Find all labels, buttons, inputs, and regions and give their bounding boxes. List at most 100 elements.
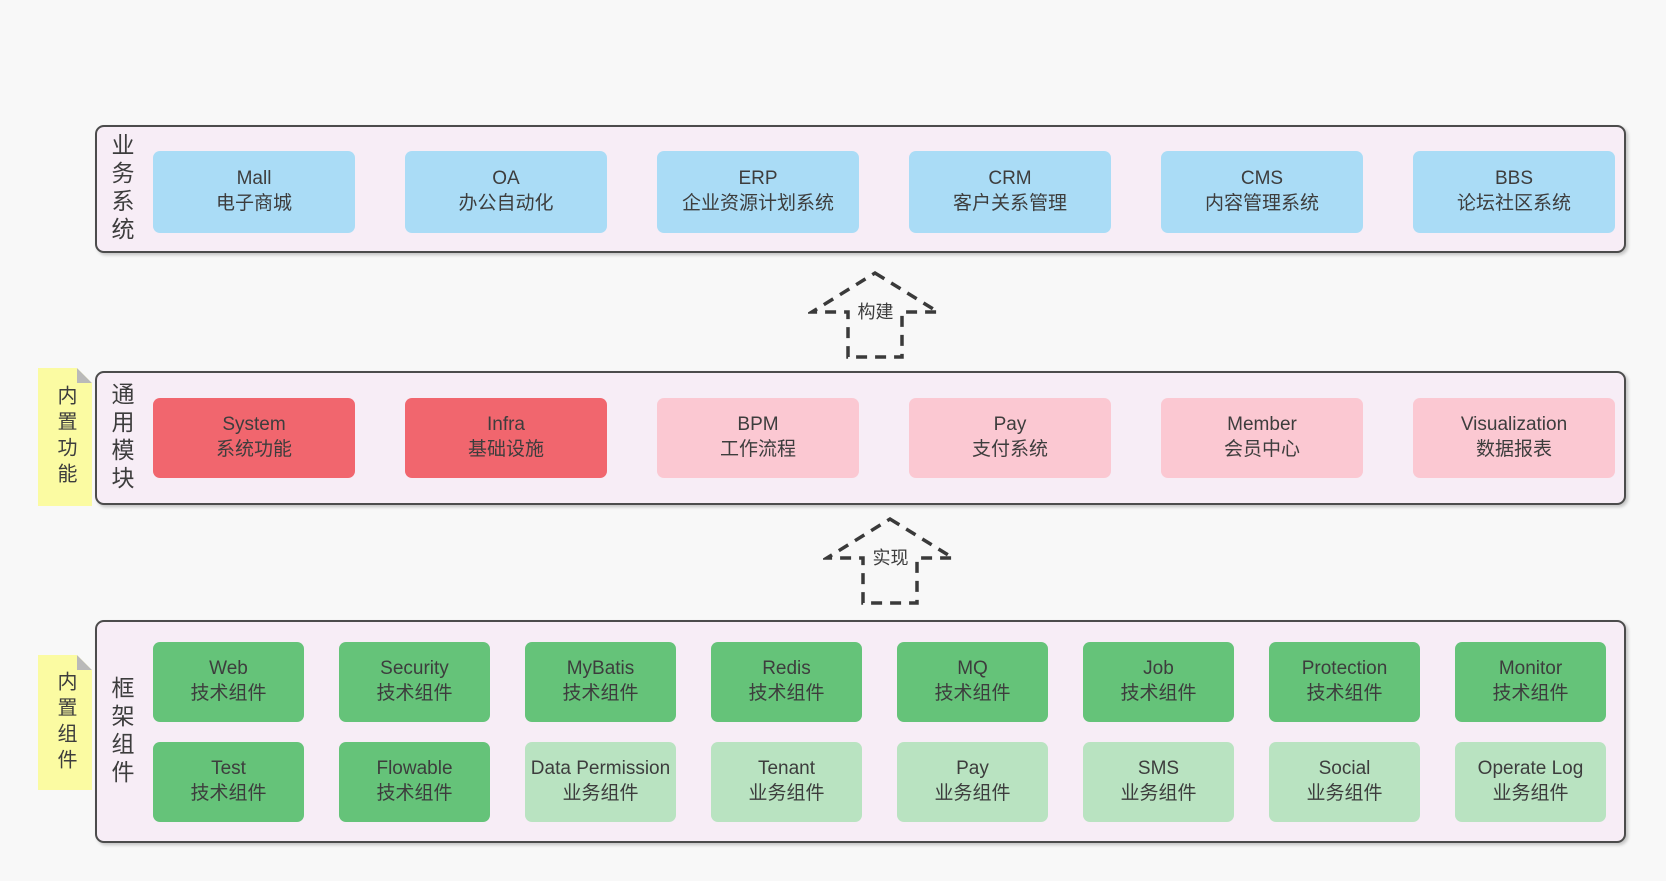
box-en-label: Data Permission <box>530 758 671 780</box>
builtin-components-note: 内置组件 <box>38 655 92 790</box>
box-en-label: Social <box>1318 758 1371 780</box>
box-en-label: OA <box>492 168 520 190</box>
box-job: Job 技术组件 <box>1083 642 1234 722</box>
box-en-label: MyBatis <box>566 658 635 680</box>
box-zh-label: 技术组件 <box>1120 683 1197 704</box>
build-arrow: 构建 <box>808 270 943 360</box>
business-boxes-row: Mall 电子商城 OA 办公自动化 ERP 企业资源计划系统 CRM 客户关系… <box>153 151 1615 233</box>
box-protection: Protection 技术组件 <box>1269 642 1420 722</box>
builtin-features-note: 内置功能 <box>38 368 92 506</box>
box-zh-label: 电子商城 <box>215 193 292 214</box>
dashed-up-arrow-icon <box>823 516 958 605</box>
box-infra: Infra 基础设施 <box>405 398 607 478</box>
box-en-label: CRM <box>988 168 1032 190</box>
box-redis: Redis 技术组件 <box>711 642 862 722</box>
modules-boxes-row: System 系统功能 Infra 基础设施 BPM 工作流程 Pay 支付系统… <box>153 398 1615 478</box>
box-zh-label: 技术组件 <box>190 783 267 804</box>
box-en-label: ERP <box>738 168 778 190</box>
components-row-2: Test 技术组件 Flowable 技术组件 Data Permission … <box>153 742 1606 822</box>
box-zh-label: 支付系统 <box>971 439 1048 460</box>
box-system: System 系统功能 <box>153 398 355 478</box>
box-en-label: Pay <box>956 758 989 780</box>
box-erp: ERP 企业资源计划系统 <box>657 151 859 233</box>
box-zh-label: 业务组件 <box>934 783 1011 804</box>
box-zh-label: 数据报表 <box>1475 439 1552 460</box>
implement-arrow-label: 实现 <box>869 544 912 571</box>
box-security: Security 技术组件 <box>339 642 490 722</box>
box-zh-label: 业务组件 <box>562 783 639 804</box>
box-zh-label: 论坛社区系统 <box>1456 193 1571 214</box>
box-en-label: MQ <box>957 658 988 680</box>
framework-components-layer: 框架组件 Web 技术组件 Security 技术组件 MyBatis 技术组件… <box>95 620 1626 843</box>
box-en-label: Web <box>209 658 248 680</box>
box-visualization: Visualization 数据报表 <box>1413 398 1615 478</box>
box-zh-label: 会员中心 <box>1223 439 1300 460</box>
box-en-label: Test <box>211 758 246 780</box>
box-mq: MQ 技术组件 <box>897 642 1048 722</box>
box-pay-component: Pay 业务组件 <box>897 742 1048 822</box>
box-en-label: Monitor <box>1498 658 1563 680</box>
box-zh-label: 技术组件 <box>562 683 639 704</box>
components-layer-label: 框架组件 <box>108 675 134 788</box>
box-en-label: Tenant <box>757 758 816 780</box>
box-mall: Mall 电子商城 <box>153 151 355 233</box>
box-test: Test 技术组件 <box>153 742 304 822</box>
box-zh-label: 客户关系管理 <box>952 193 1067 214</box>
box-crm: CRM 客户关系管理 <box>909 151 1111 233</box>
box-web: Web 技术组件 <box>153 642 304 722</box>
box-member: Member 会员中心 <box>1161 398 1363 478</box>
box-en-label: Member <box>1227 414 1297 436</box>
box-zh-label: 技术组件 <box>1306 683 1383 704</box>
box-oa: OA 办公自动化 <box>405 151 607 233</box>
box-en-label: Operate Log <box>1477 758 1584 780</box>
box-en-label: Flowable <box>376 758 453 780</box>
box-bpm: BPM 工作流程 <box>657 398 859 478</box>
box-en-label: BBS <box>1494 168 1534 190</box>
components-row-1: Web 技术组件 Security 技术组件 MyBatis 技术组件 Redi… <box>153 642 1606 722</box>
box-en-label: SMS <box>1137 758 1180 780</box>
builtin-components-note-label: 内置组件 <box>54 670 76 775</box>
box-sms: SMS 业务组件 <box>1083 742 1234 822</box>
box-data-permission: Data Permission 业务组件 <box>525 742 676 822</box>
box-en-label: Visualization <box>1460 414 1568 436</box>
common-modules-layer: 通用模块 System 系统功能 Infra 基础设施 BPM 工作流程 Pay… <box>95 371 1626 505</box>
box-en-label: Mall <box>236 168 272 190</box>
box-zh-label: 技术组件 <box>934 683 1011 704</box>
box-zh-label: 技术组件 <box>376 683 453 704</box>
box-operate-log: Operate Log 业务组件 <box>1455 742 1606 822</box>
business-systems-layer: 业务系统 Mall 电子商城 OA 办公自动化 ERP 企业资源计划系统 CRM… <box>95 125 1626 253</box>
box-en-label: Security <box>380 658 449 680</box>
box-en-label: Infra <box>486 414 526 436</box>
box-zh-label: 基础设施 <box>467 439 544 460</box>
box-zh-label: 业务组件 <box>1492 783 1569 804</box>
box-en-label: Job <box>1143 658 1174 680</box>
box-zh-label: 业务组件 <box>1120 783 1197 804</box>
box-zh-label: 技术组件 <box>748 683 825 704</box>
box-flowable: Flowable 技术组件 <box>339 742 490 822</box>
box-en-label: Redis <box>762 658 811 680</box>
builtin-features-note-label: 内置功能 <box>54 385 76 489</box>
box-zh-label: 技术组件 <box>1492 683 1569 704</box>
box-pay-module: Pay 支付系统 <box>909 398 1111 478</box>
box-en-label: BPM <box>737 414 779 436</box>
box-zh-label: 业务组件 <box>748 783 825 804</box>
box-zh-label: 技术组件 <box>376 783 453 804</box>
box-mybatis: MyBatis 技术组件 <box>525 642 676 722</box>
box-en-label: Protection <box>1301 658 1388 680</box>
box-en-label: System <box>222 414 286 436</box>
box-tenant: Tenant 业务组件 <box>711 742 862 822</box>
dashed-up-arrow-icon <box>808 270 943 359</box>
box-zh-label: 技术组件 <box>190 683 267 704</box>
business-layer-label: 业务系统 <box>108 133 134 245</box>
box-zh-label: 办公自动化 <box>458 193 554 214</box>
box-zh-label: 业务组件 <box>1306 783 1383 804</box>
box-social: Social 业务组件 <box>1269 742 1420 822</box>
box-cms: CMS 内容管理系统 <box>1161 151 1363 233</box>
box-zh-label: 系统功能 <box>215 439 292 460</box>
box-bbs: BBS 论坛社区系统 <box>1413 151 1615 233</box>
build-arrow-label: 构建 <box>854 298 897 325</box>
box-zh-label: 企业资源计划系统 <box>681 193 834 214</box>
note-fold-corner <box>77 368 92 383</box>
box-zh-label: 内容管理系统 <box>1204 193 1319 214</box>
